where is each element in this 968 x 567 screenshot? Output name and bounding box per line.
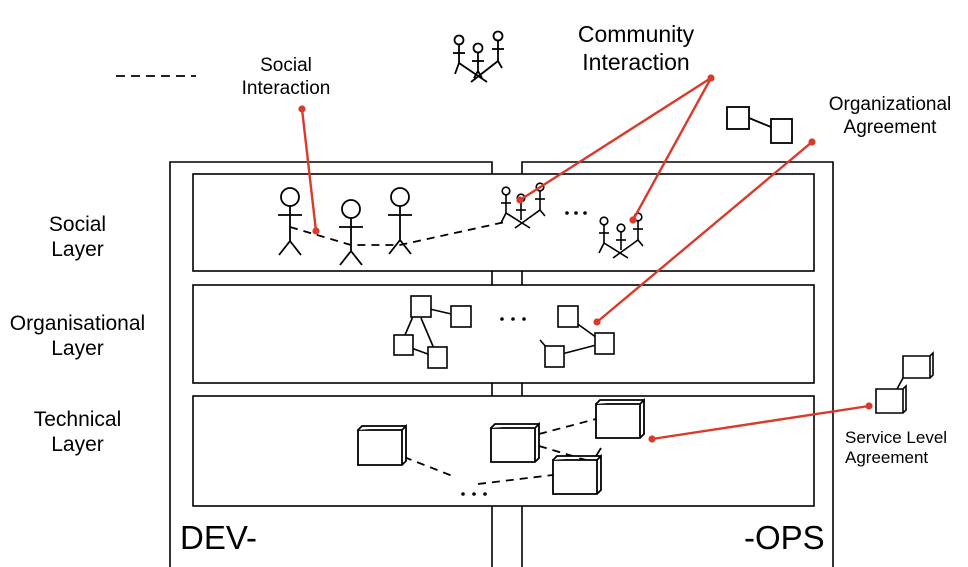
technical-layer-label: Technical Layer — [20, 407, 135, 457]
organisational-layer-label-line1: Organisational — [9, 312, 146, 335]
social-interaction-dashed-link — [289, 221, 506, 246]
service-level-agreement-label: Service Level Agreement — [845, 428, 965, 469]
server-dev-2 — [490, 421, 540, 463]
organizational-agreement-label-line2: Agreement — [843, 116, 937, 138]
callout-org-agreement — [596, 141, 813, 323]
organizational-agreement-label-line1: Organizational — [828, 94, 952, 115]
callout-sla — [651, 404, 870, 441]
callout-community-1 — [519, 76, 712, 202]
organisational-layer-band — [192, 284, 815, 384]
red-callouts — [298, 74, 873, 443]
social-layer-label: Social Layer — [20, 212, 135, 262]
ellipsis-org — [500, 317, 526, 321]
dev-label: DEV- — [180, 519, 258, 556]
community-interaction-label-line1: Community — [577, 21, 695, 47]
community-legend-icon — [453, 30, 504, 83]
callout-social-interaction — [300, 108, 318, 232]
ops-label: -OPS — [744, 519, 825, 556]
ellipsis-social — [565, 211, 587, 215]
server-ops-2 — [552, 453, 602, 495]
organisational-layer-label: Organisational Layer — [0, 311, 155, 361]
sla-legend-icon — [875, 351, 934, 414]
community-interaction-label: Community Interaction — [556, 21, 716, 76]
org-network-ops — [539, 305, 615, 368]
technical-layer-label-line1: Technical — [33, 408, 122, 431]
service-level-agreement-label-line2: Agreement — [845, 448, 929, 468]
technical-layer-label-line2: Layer — [51, 433, 104, 457]
social-interaction-label-line2: Interaction — [241, 77, 331, 99]
organizational-agreement-label: Organizational Agreement — [812, 94, 968, 140]
service-level-agreement-label-line1: Service Level — [845, 428, 948, 447]
server-ops-1 — [595, 397, 645, 439]
social-interaction-label-line1: Social — [260, 55, 312, 76]
community-interaction-label-line2: Interaction — [582, 48, 690, 75]
ellipsis-tech — [461, 492, 487, 496]
social-interaction-label: Social Interaction — [226, 55, 346, 101]
callout-community-2 — [631, 77, 713, 221]
social-layer-label-line1: Social — [48, 213, 107, 236]
tech-server-boxes — [357, 397, 645, 495]
community-icon-ops — [598, 212, 644, 259]
social-layer-label-line2: Layer — [51, 238, 104, 262]
social-person-3 — [388, 187, 412, 255]
social-person-1 — [278, 187, 302, 256]
organisational-layer-label-line2: Layer — [51, 337, 104, 361]
server-dev-1 — [357, 423, 407, 466]
community-icon-dev-ops — [500, 182, 546, 229]
org-agreement-legend-icon — [726, 106, 793, 144]
org-network-dev — [393, 295, 472, 369]
